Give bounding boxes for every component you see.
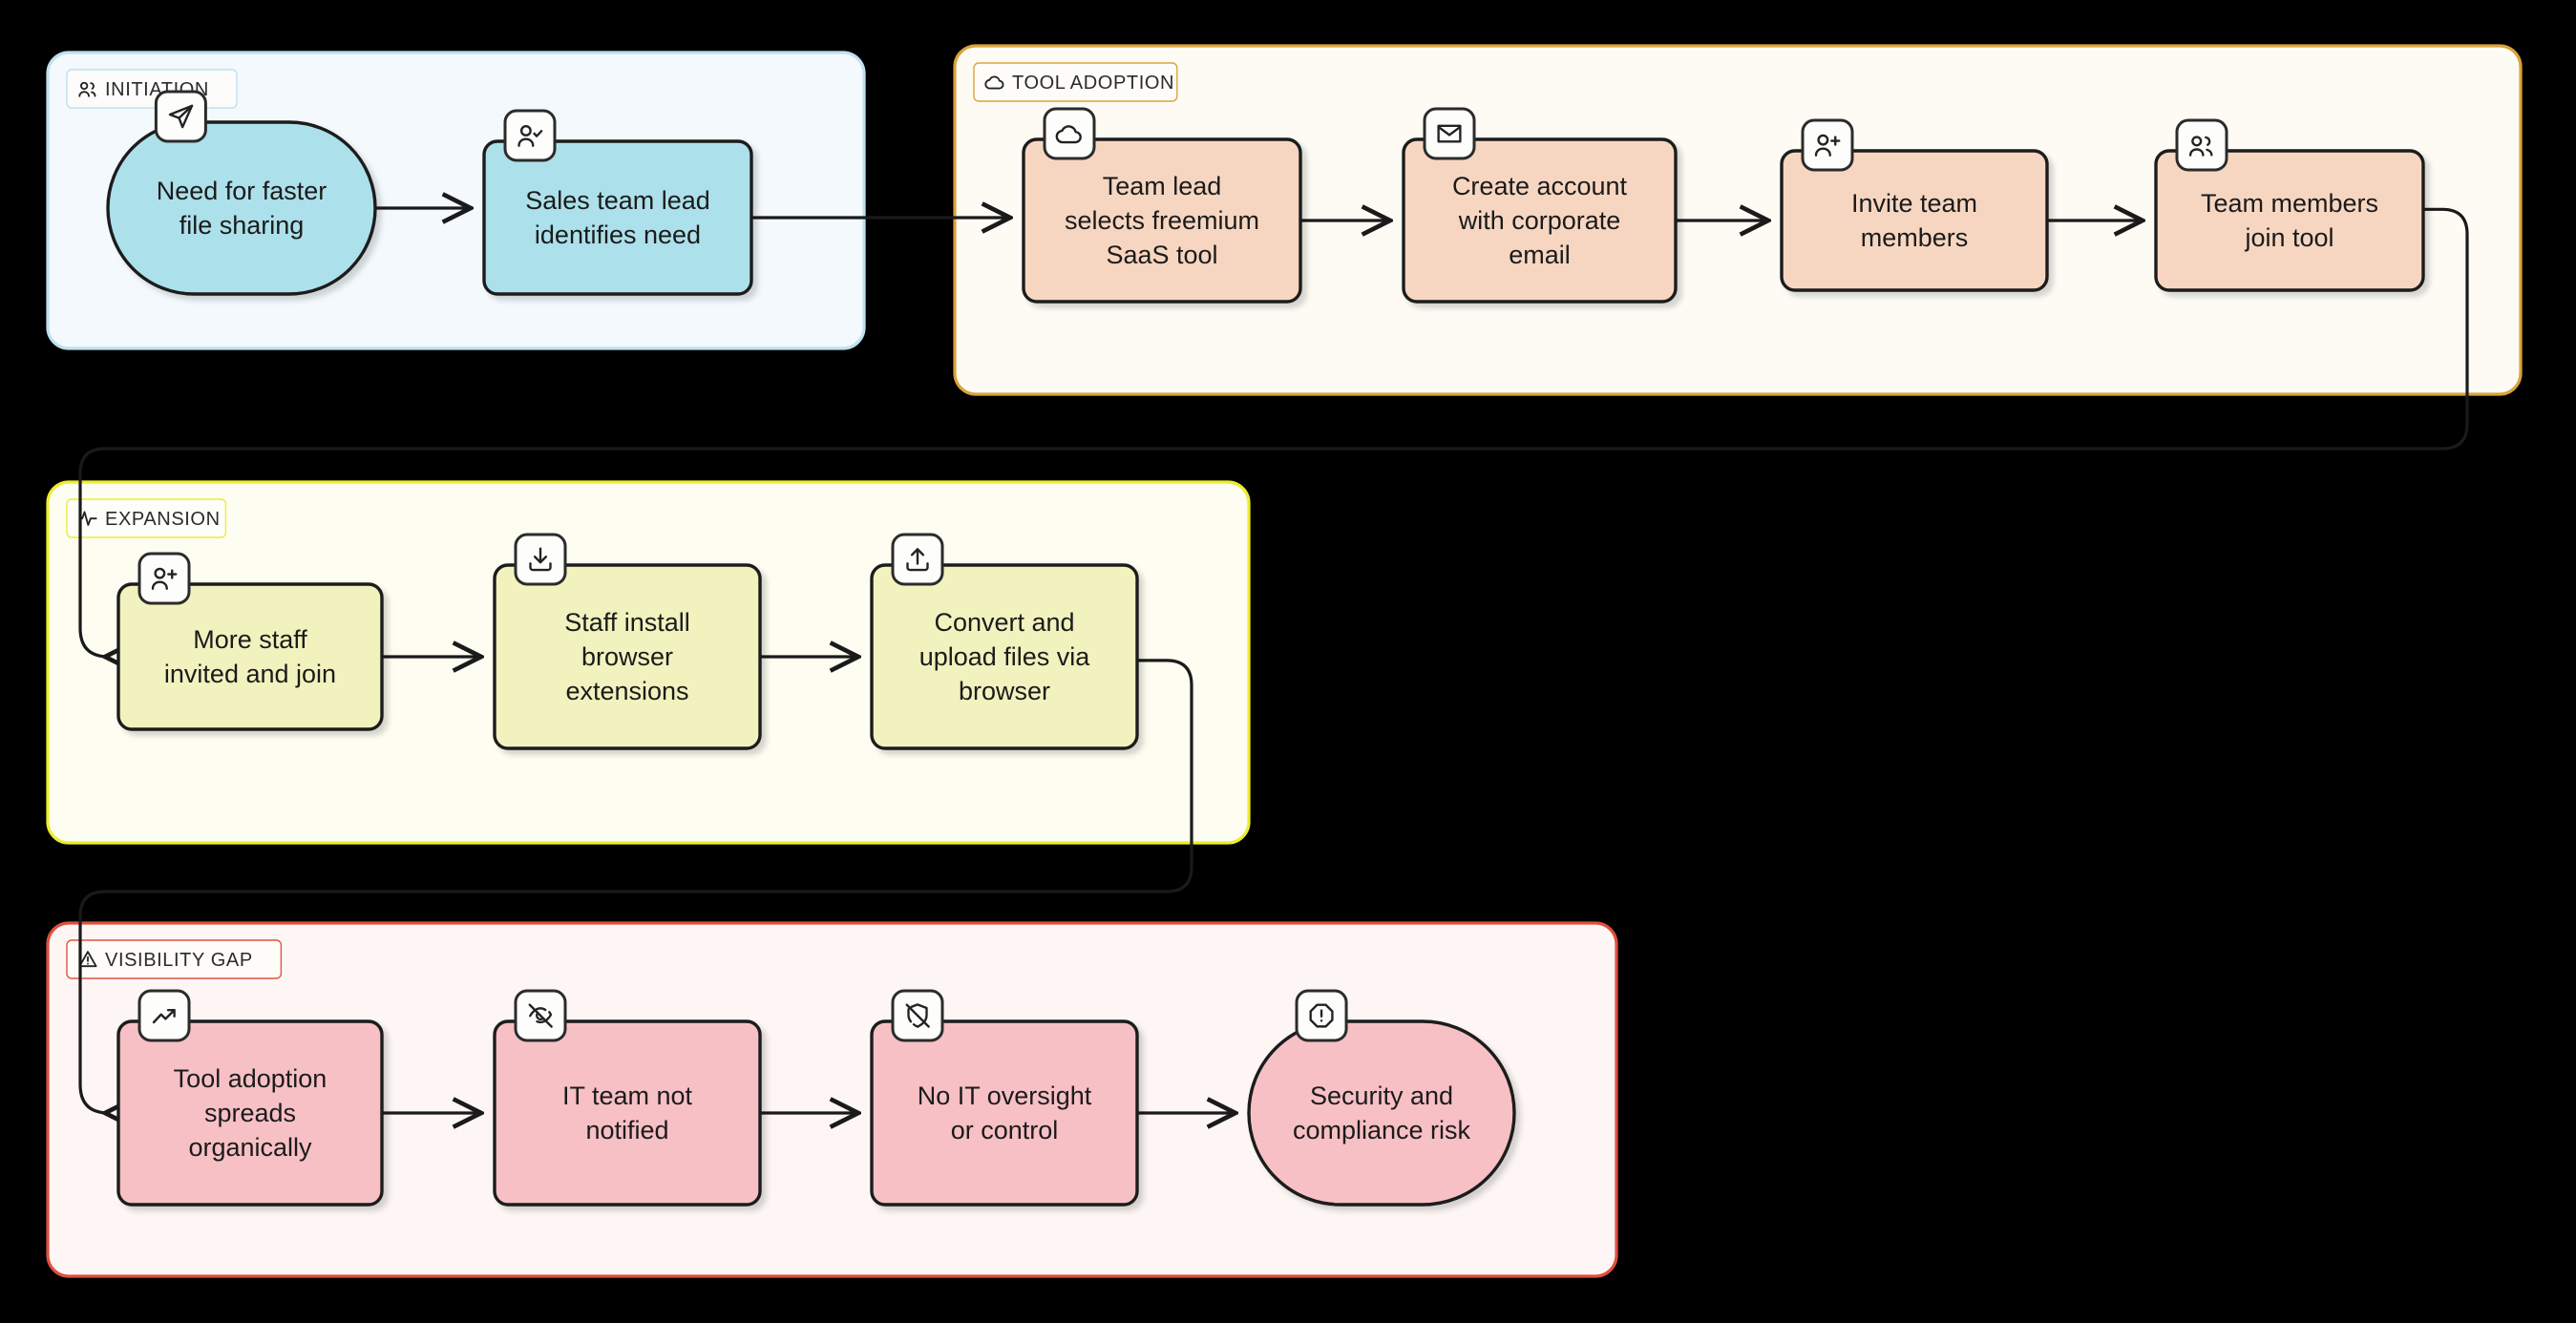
node-shape <box>1780 149 2049 292</box>
group-label-text: VISIBILITY GAP <box>105 950 253 971</box>
node-shape <box>870 1019 1139 1207</box>
activity-icon <box>78 511 97 526</box>
node-icon-badge <box>1423 107 1476 160</box>
node-icon-badge <box>503 109 557 162</box>
node-icon-badge <box>1295 989 1348 1042</box>
download-icon <box>529 547 552 572</box>
mail-icon <box>1437 124 1462 143</box>
edge-n6-to-n7 <box>78 207 2469 657</box>
node-icon-badge <box>891 989 944 1042</box>
node-icon-badge <box>891 533 944 586</box>
group-label-visibility_gap[interactable]: VISIBILITY GAP <box>66 939 283 979</box>
node-icon-badge <box>137 989 191 1042</box>
user-plus-icon <box>151 567 178 590</box>
group-label-initiation[interactable]: INITIATION <box>66 69 238 109</box>
node-shape <box>482 139 753 296</box>
trending-up-icon <box>152 1008 176 1024</box>
node-icon-badge <box>2175 118 2228 172</box>
node-shape <box>1402 137 1678 304</box>
node-shape <box>1022 137 1302 304</box>
upload-icon <box>906 548 929 572</box>
node-shape <box>116 1019 384 1207</box>
node-icon-badge <box>514 533 567 586</box>
edge-n9-to-n10 <box>78 659 1193 1113</box>
node-icon-badge <box>137 552 191 605</box>
node-shape <box>493 1019 762 1207</box>
node-shape <box>116 582 384 731</box>
node-shape <box>106 120 377 296</box>
group-label-tool_adoption[interactable]: TOOL ADOPTION <box>973 62 1178 102</box>
shield-off-icon <box>905 1003 930 1028</box>
users-icon <box>78 81 96 97</box>
node-icon-badge <box>514 989 567 1042</box>
cloud-icon <box>1055 125 1082 144</box>
user-check-icon <box>517 125 543 147</box>
eye-off-icon <box>528 1003 553 1028</box>
octagon-alert-icon <box>1309 1003 1334 1028</box>
cloud-icon <box>984 75 1004 90</box>
edges-layer <box>78 207 2469 1113</box>
node-shape <box>870 563 1139 750</box>
group-label-expansion[interactable]: EXPANSION <box>66 498 227 538</box>
node-shape <box>2154 149 2425 292</box>
user-plus-icon <box>1814 134 1841 157</box>
node-shape <box>1247 1019 1516 1207</box>
users-icon <box>2188 136 2213 157</box>
group-label-text: EXPANSION <box>105 509 221 530</box>
group-containers: INITIATION TOOL ADOPTION EXPANSION VISIBILI… <box>46 44 2523 1278</box>
alert-triangle-icon <box>78 951 97 968</box>
group-label-text: TOOL ADOPTION <box>1012 73 1174 94</box>
send-icon <box>168 104 194 129</box>
node-icon-badge <box>1043 107 1096 160</box>
node-icon-badge <box>1801 118 1854 172</box>
node-shape <box>493 563 762 750</box>
node-icon-badge <box>154 90 207 143</box>
